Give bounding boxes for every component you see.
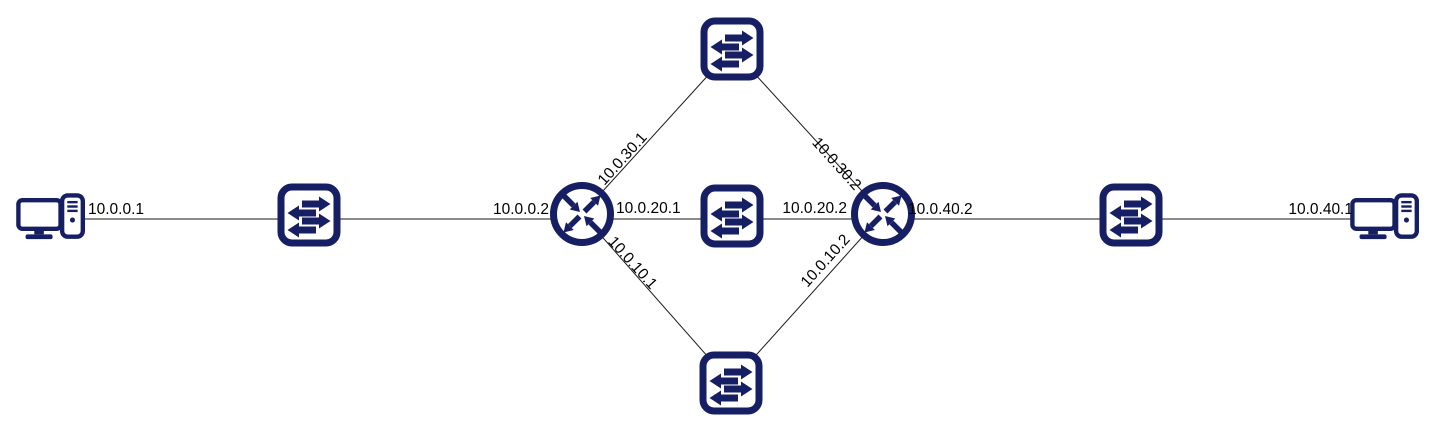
node-layer	[18, 21, 1416, 411]
ip-label-router-right-up: 10.0.30.2	[808, 134, 864, 193]
ip-label-router-left-right: 10.0.20.1	[616, 200, 681, 217]
pc-icon[interactable]	[1352, 195, 1416, 239]
router-icon[interactable]	[855, 186, 912, 243]
switch-icon[interactable]	[704, 188, 760, 244]
switch-icon[interactable]	[703, 355, 759, 411]
switch-icon[interactable]	[281, 187, 337, 243]
switch-icon[interactable]	[1103, 187, 1159, 243]
ip-label-router-right-down: 10.0.10.2	[798, 231, 854, 290]
ip-label-pc-left: 10.0.0.1	[88, 201, 144, 218]
ip-label-router-left-left: 10.0.0.2	[493, 201, 549, 218]
ip-label-router-right-right: 10.0.40.2	[908, 201, 973, 218]
ip-label-router-right-left: 10.0.20.2	[782, 200, 847, 217]
pc-icon[interactable]	[18, 195, 82, 239]
switch-icon[interactable]	[704, 21, 760, 77]
ip-label-pc-right: 10.0.40.1	[1288, 201, 1353, 218]
router-icon[interactable]	[554, 186, 611, 243]
ip-label-router-left-up: 10.0.30.1	[595, 129, 651, 188]
ip-label-router-left-down: 10.0.10.1	[604, 233, 660, 292]
